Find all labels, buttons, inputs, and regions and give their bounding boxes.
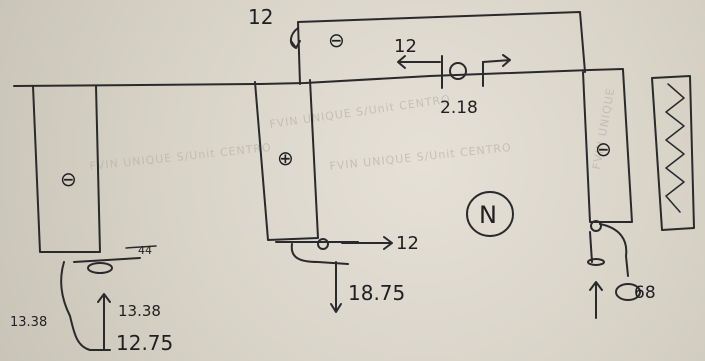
middle-member	[254, 79, 319, 241]
svg-text:FVIN UNIQUE S/Unit CENTRO: FVIN UNIQUE S/Unit CENTRO	[89, 141, 272, 173]
mid-value: 18.75	[348, 281, 405, 305]
left-scribble-lower: 13.38	[10, 315, 47, 330]
top-link-node	[397, 54, 511, 89]
bleed-through-text: FVIN UNIQUE S/Unit CENTRO FVIN UNIQUE S/…	[89, 87, 617, 173]
spring-element	[651, 75, 695, 231]
right-member	[582, 69, 633, 223]
top-link-member	[297, 11, 586, 85]
top-arrow-value: 12	[248, 5, 273, 29]
left-base-node	[60, 245, 157, 351]
right-member-sign: ⊖	[595, 137, 612, 161]
middle-member-sign: ⊕	[277, 146, 294, 170]
left-scribble-upper: 13.38	[118, 302, 161, 320]
top-link-arrow-value: 12	[394, 36, 417, 57]
mid-arrow-value: 12	[396, 233, 419, 254]
north-symbol	[466, 191, 514, 237]
svg-text:FVIN UNIQUE S/Unit CENTRO: FVIN UNIQUE S/Unit CENTRO	[329, 141, 512, 173]
left-member-sign: ⊖	[60, 167, 77, 191]
right-value: 68	[634, 283, 656, 303]
svg-text:FVIN UNIQUE S/Unit CENTRO: FVIN UNIQUE S/Unit CENTRO	[269, 93, 452, 131]
middle-base-node	[275, 236, 393, 313]
top-curved-arrow	[290, 27, 301, 49]
top-link-node-value: 2.18	[440, 98, 478, 118]
left-scribble-small: 44	[138, 244, 152, 257]
north-symbol-letter: N	[479, 201, 497, 229]
right-base-node	[587, 220, 641, 319]
main-beam-line	[13, 68, 624, 87]
left-member	[32, 85, 101, 253]
left-value: 12.75	[116, 331, 173, 355]
top-link-sign: ⊖	[328, 28, 345, 52]
